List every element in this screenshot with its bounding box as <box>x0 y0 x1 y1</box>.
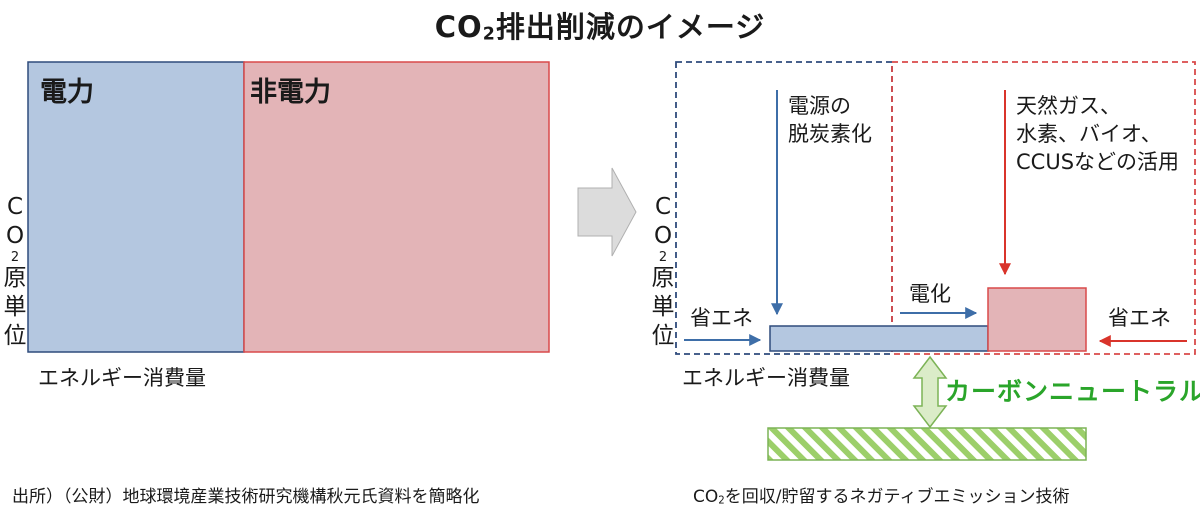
page-title: CO2排出削減のイメージ <box>434 10 766 45</box>
right-y-axis-label: C O 2 原 単 位 <box>651 194 675 349</box>
left-y-axis-label: C O 2 原 単 位 <box>3 194 27 349</box>
power-decarbonization-label: 電源の 脱炭素化 <box>788 94 872 146</box>
electric-label: 電力 <box>40 77 94 108</box>
offset-double-arrow <box>912 355 948 429</box>
source-note: 出所）（公財）地球環境産業技術研究機構秋元氏資料を簡略化 <box>12 487 480 507</box>
transition-arrow <box>577 167 637 257</box>
energy-saving-right-label: 省エネ <box>1108 306 1171 330</box>
non-electric-label: 非電力 <box>250 77 331 108</box>
electric-block <box>27 61 245 353</box>
nonpower-measures-label: 天然ガス、 水素、バイオ、 CCUSなどの活用 <box>1016 94 1180 174</box>
energy-saving-left-label: 省エネ <box>690 306 753 330</box>
non-electric-block <box>243 61 550 353</box>
carbon-neutral-label: カーボンニュートラル <box>945 377 1200 406</box>
non-electric-region-dashed <box>891 61 1196 355</box>
non-electric-residual-block <box>987 287 1087 352</box>
electrification-label: 電化 <box>909 282 951 306</box>
right-x-axis-label: エネルギー消費量 <box>682 366 850 390</box>
electric-residual-block <box>769 325 989 352</box>
left-x-axis-label: エネルギー消費量 <box>38 366 206 390</box>
negative-emission-note: CO2を回収/貯留するネガティブエミッション技術 <box>693 487 1070 507</box>
negative-emission-bar <box>767 427 1087 461</box>
